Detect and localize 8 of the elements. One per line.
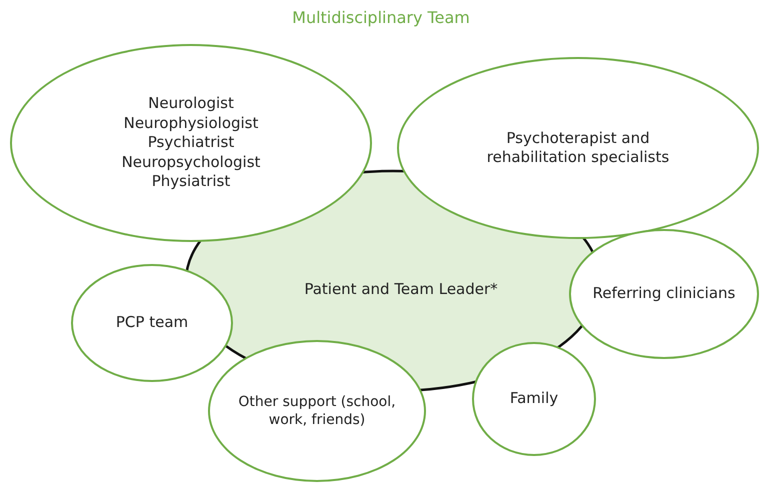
node-text: PCP team <box>116 313 188 333</box>
node-text: Neurologist Neurophysiologist Psychiatrist Neuropsychologist Physiatrist <box>120 94 262 192</box>
node-text: Psychoterapist and rehabilitation specialists <box>486 128 670 168</box>
node-text: Patient and Team Leader* <box>304 280 498 300</box>
node-text: Family <box>510 389 558 409</box>
node-text: Other support (school, work, friends) <box>237 392 397 430</box>
node-text: Referring clinicians <box>592 284 736 304</box>
diagram-title: Multidisciplinary Team <box>291 8 471 27</box>
